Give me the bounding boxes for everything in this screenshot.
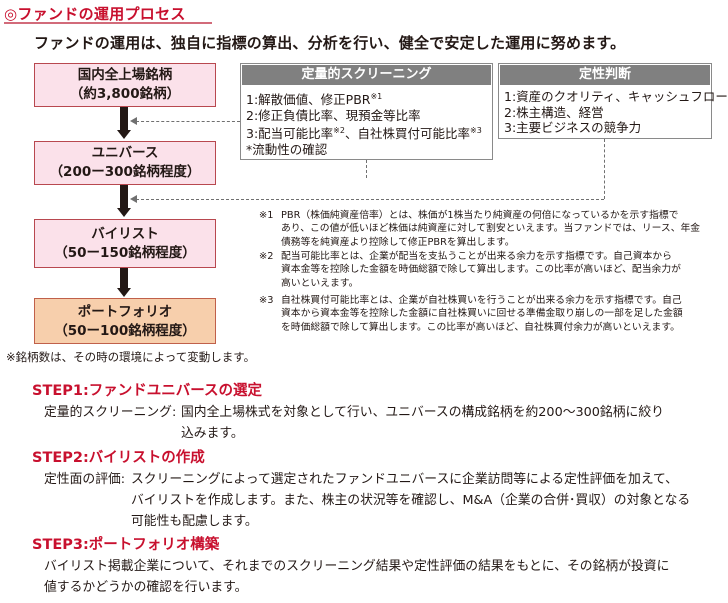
connector-arrowhead: [130, 195, 137, 203]
footnote-line: 配当可能比率とは、企業が配当を支払うことが出来る余力を示す指標です。自己資本から: [281, 251, 672, 262]
flow-box-count: （200ー300銘柄程度）: [49, 164, 201, 180]
step2-body: スクリーニングによって選定されたファンドユニバースに企業訪問等による定性評価を加…: [131, 469, 690, 532]
criteria-line: 1:資産のクオリティ、キャッシュフロー: [504, 89, 728, 104]
title-underline: [4, 22, 212, 24]
footnote-line: 高いといえます。: [281, 277, 359, 289]
flow-box-count: （50ー150銘柄程度）: [54, 245, 196, 261]
flow-arrow-shaft: [120, 185, 128, 208]
footnote-line: 資本から資本金等を控除した金額に自社株買いに回せる準備金取り崩しの一部を足した金…: [281, 308, 683, 320]
footnote-line: 債務等を純資産より控除して修正PBRを算出します。: [281, 236, 515, 248]
flow-box-count: （約3,800銘柄）: [69, 86, 181, 102]
footnote-mark: ※3: [259, 295, 274, 306]
body-line: スクリーニングによって選定されたファンドユニバースに企業訪問等による定性評価を加…: [131, 472, 678, 487]
qualitative-judgement-panel: 定性判断 1:資産のクオリティ、キャッシュフロー 2:株主構造、経営 3:主要ビ…: [498, 63, 728, 139]
intro-text: ファンドの運用は、独自に指標の算出、分析を行い、健全で安定した運用に努めます。: [34, 34, 626, 52]
body-line: 値するかどうかの確認を行います。: [44, 580, 248, 595]
footnote-pbr: ※1 PBR（株価純資産倍率）とは、株価が1株当たり純資産の何倍になっているかを…: [259, 209, 717, 249]
flow-box-portfolio: ポートフォリオ （50ー100銘柄程度）: [34, 298, 216, 344]
step1-heading: STEP1:ファンドユニバースの選定: [32, 383, 263, 399]
step1-label: 定量的スクリーニング:: [44, 405, 177, 420]
footnote-line: PBR（株価純資産倍率）とは、株価が1株当たり純資産の何倍になっているかを示す指…: [281, 210, 679, 221]
criteria-line: 2:修正負債比率、現預金等比率: [246, 107, 421, 123]
connector-line: [136, 121, 240, 122]
step1-body: 国内全上場株式を対象として行い、ユニバースの構成銘柄を約200～300銘柄に絞り…: [181, 402, 664, 444]
flow-arrow-head: [117, 208, 131, 217]
flow-box-title: ポートフォリオ: [77, 304, 173, 320]
footnote-mark: ※1: [259, 210, 274, 221]
step3-body: バイリスト掲載企業について、それまでのスクリーニング結果や定性評価の結果をもとに…: [44, 556, 669, 598]
flow-arrow-shaft: [120, 268, 128, 288]
body-line: バイリストを作成します。また、株主の状況等を確認し、M&A（企業の合併･買収）の…: [131, 493, 691, 508]
flow-box-count: （50ー100銘柄程度）: [54, 323, 196, 339]
footnote-dividend-ratio: ※2 配当可能比率とは、企業が配当を支払うことが出来る余力を示す指標です。自己資…: [259, 250, 717, 290]
panel-heading: 定量的スクリーニング: [242, 65, 491, 85]
body-line: 込みます。: [181, 426, 244, 441]
criteria-line: 1:解散価値、修正PBR※1: [246, 92, 383, 108]
flow-footnote: ※銘柄数は、その時の環境によって変動します。: [6, 350, 256, 364]
panel-heading: 定性判断: [500, 65, 710, 85]
flow-box-buylist: バイリスト （50ー150銘柄程度）: [34, 219, 216, 268]
flow-arrow-head: [117, 130, 131, 139]
connector-line: [604, 139, 605, 199]
criteria-line: *流動性の確認: [246, 141, 328, 157]
connector-line: [136, 199, 604, 200]
criteria-line: 3:配当可能比率※2、自社株買付可能比率※3: [246, 126, 482, 142]
flow-box-title: バイリスト: [91, 226, 159, 242]
footnote-line: あり、この値が低いほど株価は純資産に対して割安といえます。当ファンドでは、リース…: [281, 223, 701, 235]
criteria-line: 3:主要ビジネスの競争力: [504, 120, 642, 135]
flow-box-universe: ユニバース （200ー300銘柄程度）: [34, 141, 216, 185]
criteria-line: 2:株主構造、経営: [504, 104, 604, 120]
connector-line: [366, 160, 367, 178]
footnote-line: 自社株買付可能比率とは、企業が自社株買いを行うことが出来る余力を示す指標です。自…: [281, 295, 682, 306]
flow-arrow-head: [117, 288, 131, 297]
step2-label: 定性面の評価:: [44, 472, 126, 487]
step3-heading: STEP3:ポートフォリオ構築: [32, 537, 220, 553]
footnote-line: 資本金等を控除した金額を時価総額で除して算出します。この比率が高いほど、配当余力…: [281, 264, 681, 276]
flow-box-title: 国内全上場銘柄: [77, 67, 173, 83]
connector-arrowhead: [130, 117, 137, 125]
footnote-mark: ※2: [259, 251, 274, 262]
flow-arrow-shaft: [120, 107, 128, 130]
page-title: ◎ファンドの運用プロセス: [4, 5, 186, 23]
body-line: バイリスト掲載企業について、それまでのスクリーニング結果や定性評価の結果をもとに…: [44, 559, 670, 574]
flow-box-title: ユニバース: [91, 145, 159, 161]
step2-heading: STEP2:バイリストの作成: [32, 450, 205, 466]
footnote-line: を時価総額で除して算出します。この比率が高いほど、自社株買付余力が高いといえます…: [281, 321, 680, 333]
quantitative-screening-panel: 定量的スクリーニング 1:解散価値、修正PBR※1 2:修正負債比率、現預金等比…: [240, 63, 493, 160]
body-line: 可能性も配慮します。: [131, 514, 258, 529]
footnote-buyback-ratio: ※3 自社株買付可能比率とは、企業が自社株買いを行うことが出来る余力を示す指標で…: [259, 294, 717, 334]
body-line: 国内全上場株式を対象として行い、ユニバースの構成銘柄を約200～300銘柄に絞り: [181, 405, 664, 420]
flow-box-all-listed: 国内全上場銘柄 （約3,800銘柄）: [34, 63, 216, 107]
